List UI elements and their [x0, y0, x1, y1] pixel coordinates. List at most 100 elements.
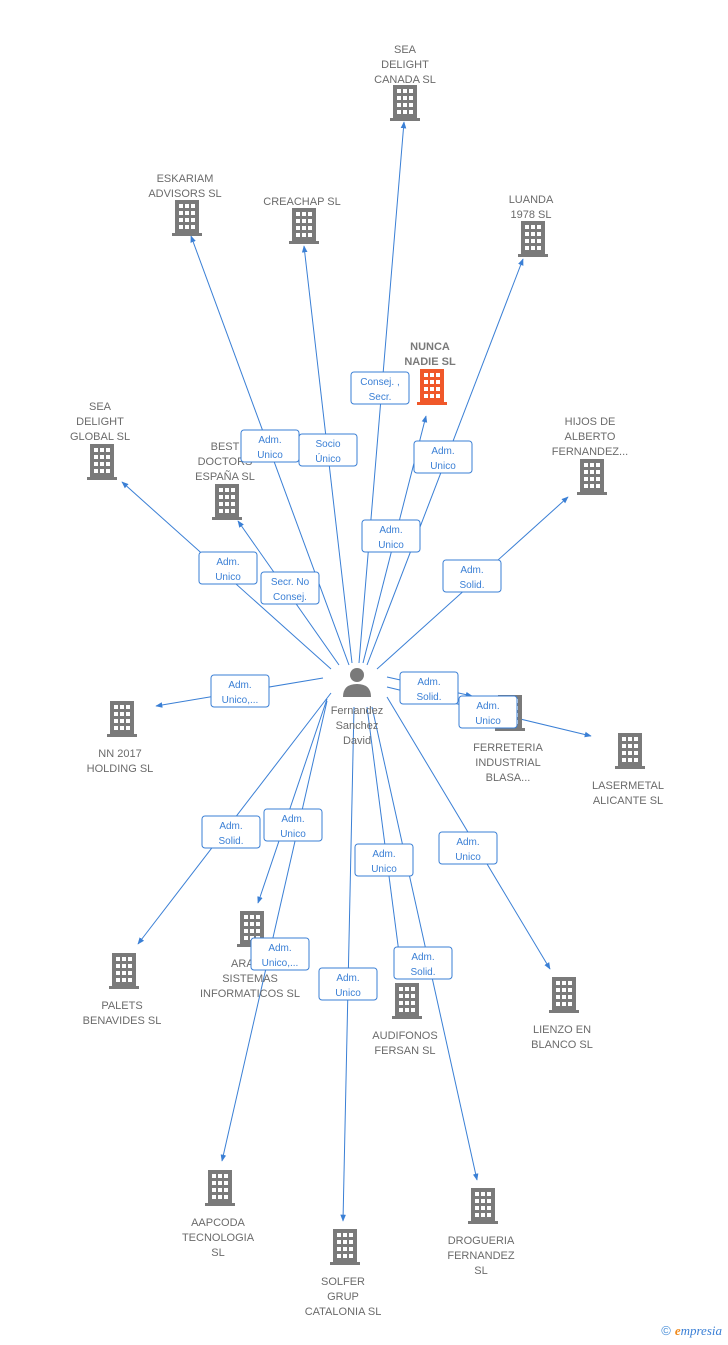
relation-text-line: Adm.: [268, 943, 291, 954]
company-name-line: ALBERTO: [565, 431, 616, 443]
company-name-line: ESKARIAM: [157, 173, 214, 185]
relation-label-hijos-alberto[interactable]: Adm. Solid.: [442, 559, 502, 593]
company-name-line: AUDIFONOS: [372, 1030, 437, 1042]
edge-drogueria: [371, 706, 479, 1181]
building-icon: [109, 953, 139, 989]
relation-label-arana[interactable]: Adm. Unico: [263, 808, 323, 842]
relation-box: [399, 671, 459, 705]
company-name-line: CANADA SL: [374, 74, 436, 86]
company-name-line: INFORMATICOS SL: [200, 988, 300, 1000]
company-name-line: SISTEMAS: [222, 973, 278, 985]
relation-label-drogueria[interactable]: Adm.Solid.: [393, 946, 453, 980]
company-name-line: DROGUERIA: [448, 1235, 515, 1247]
relation-label-solfer[interactable]: Adm. Unico: [318, 967, 378, 1001]
relation-box: [458, 695, 518, 729]
relation-label-aapcoda[interactable]: Adm.Unico,...: [250, 937, 310, 971]
relation-box: [201, 815, 261, 849]
relation-label-ferreteria[interactable]: Adm.Solid.: [399, 671, 459, 705]
edge-audifonos: [366, 706, 404, 977]
relation-label-palets[interactable]: Adm.Solid.: [201, 815, 261, 849]
relation-text-line: Unico: [335, 988, 361, 999]
relation-text: Adm.Unico: [371, 849, 397, 875]
relation-text-line: Solid.: [416, 692, 441, 703]
relation-label-audifonos[interactable]: Adm.Unico: [354, 843, 414, 877]
relation-label-lasermetal[interactable]: Adm. Unico: [458, 695, 518, 729]
relation-label-sea-delight-global[interactable]: Adm.Unico: [198, 551, 258, 585]
relation-box: [250, 937, 310, 971]
relation-text-line: Adm.: [281, 814, 304, 825]
relation-text-line: Unico: [475, 716, 501, 727]
company-node-eskariam[interactable]: ESKARIAM ADVISORS SL: [148, 173, 222, 236]
company-name-line: ALICANTE SL: [593, 795, 663, 807]
relation-text-line: Adm.: [228, 680, 251, 691]
relation-box: [210, 674, 270, 708]
relation-text-line: Adm.: [411, 952, 434, 963]
relation-text-line: Unico: [215, 572, 241, 583]
company-name-line: INDUSTRIAL: [475, 757, 540, 769]
building-icon: [417, 369, 447, 405]
building-icon: [577, 459, 607, 495]
relation-text: Adm.Unico: [378, 525, 404, 551]
company-name-line: ADVISORS SL: [148, 188, 221, 200]
building-icon: [172, 200, 202, 236]
relation-label-lienzo[interactable]: Adm.Unico: [438, 831, 498, 865]
relation-box: [198, 551, 258, 585]
relation-text-line: Adm.: [372, 849, 395, 860]
company-name-line: AAPCODA: [191, 1217, 245, 1229]
relation-text-line: Adm.: [219, 821, 242, 832]
company-name-line: FERNANDEZ...: [552, 446, 628, 458]
relation-text: Adm.Solid.: [410, 952, 435, 978]
company-node-creachap[interactable]: CREACHAP SL: [263, 196, 341, 244]
relation-label-luanda[interactable]: Adm.Unico: [413, 440, 473, 474]
building-icon: [212, 484, 242, 520]
company-name-line: SL: [474, 1265, 487, 1277]
relation-text: Adm.Unico: [257, 435, 283, 461]
relation-text-line: Solid.: [459, 580, 484, 591]
company-name-line: CREACHAP SL: [263, 196, 340, 208]
relation-label-sea-delight-canada[interactable]: Consej. ,Secr.: [350, 371, 410, 405]
relation-text-line: Adm.: [460, 565, 483, 576]
relation-text-line: Adm.: [431, 446, 454, 457]
relation-text-line: Adm.: [476, 701, 499, 712]
relation-label-nunca-nadie[interactable]: Adm.Unico: [361, 519, 421, 553]
company-name-line: LUANDA: [509, 194, 554, 206]
company-name-line: BLASA...: [486, 772, 531, 784]
relation-label-eskariam[interactable]: Adm.Unico: [240, 429, 300, 463]
company-name-line: DOCTORS: [198, 456, 253, 468]
relation-text-line: Unico: [280, 829, 306, 840]
relation-label-nn-2017[interactable]: Adm.Unico,...: [210, 674, 270, 708]
relation-text: Adm.Solid.: [416, 677, 441, 703]
relation-text: Adm. Unico: [475, 701, 501, 727]
building-icon: [205, 1170, 235, 1206]
company-name-line: PALETS: [101, 1000, 142, 1012]
relation-text-line: Adm.: [336, 973, 359, 984]
